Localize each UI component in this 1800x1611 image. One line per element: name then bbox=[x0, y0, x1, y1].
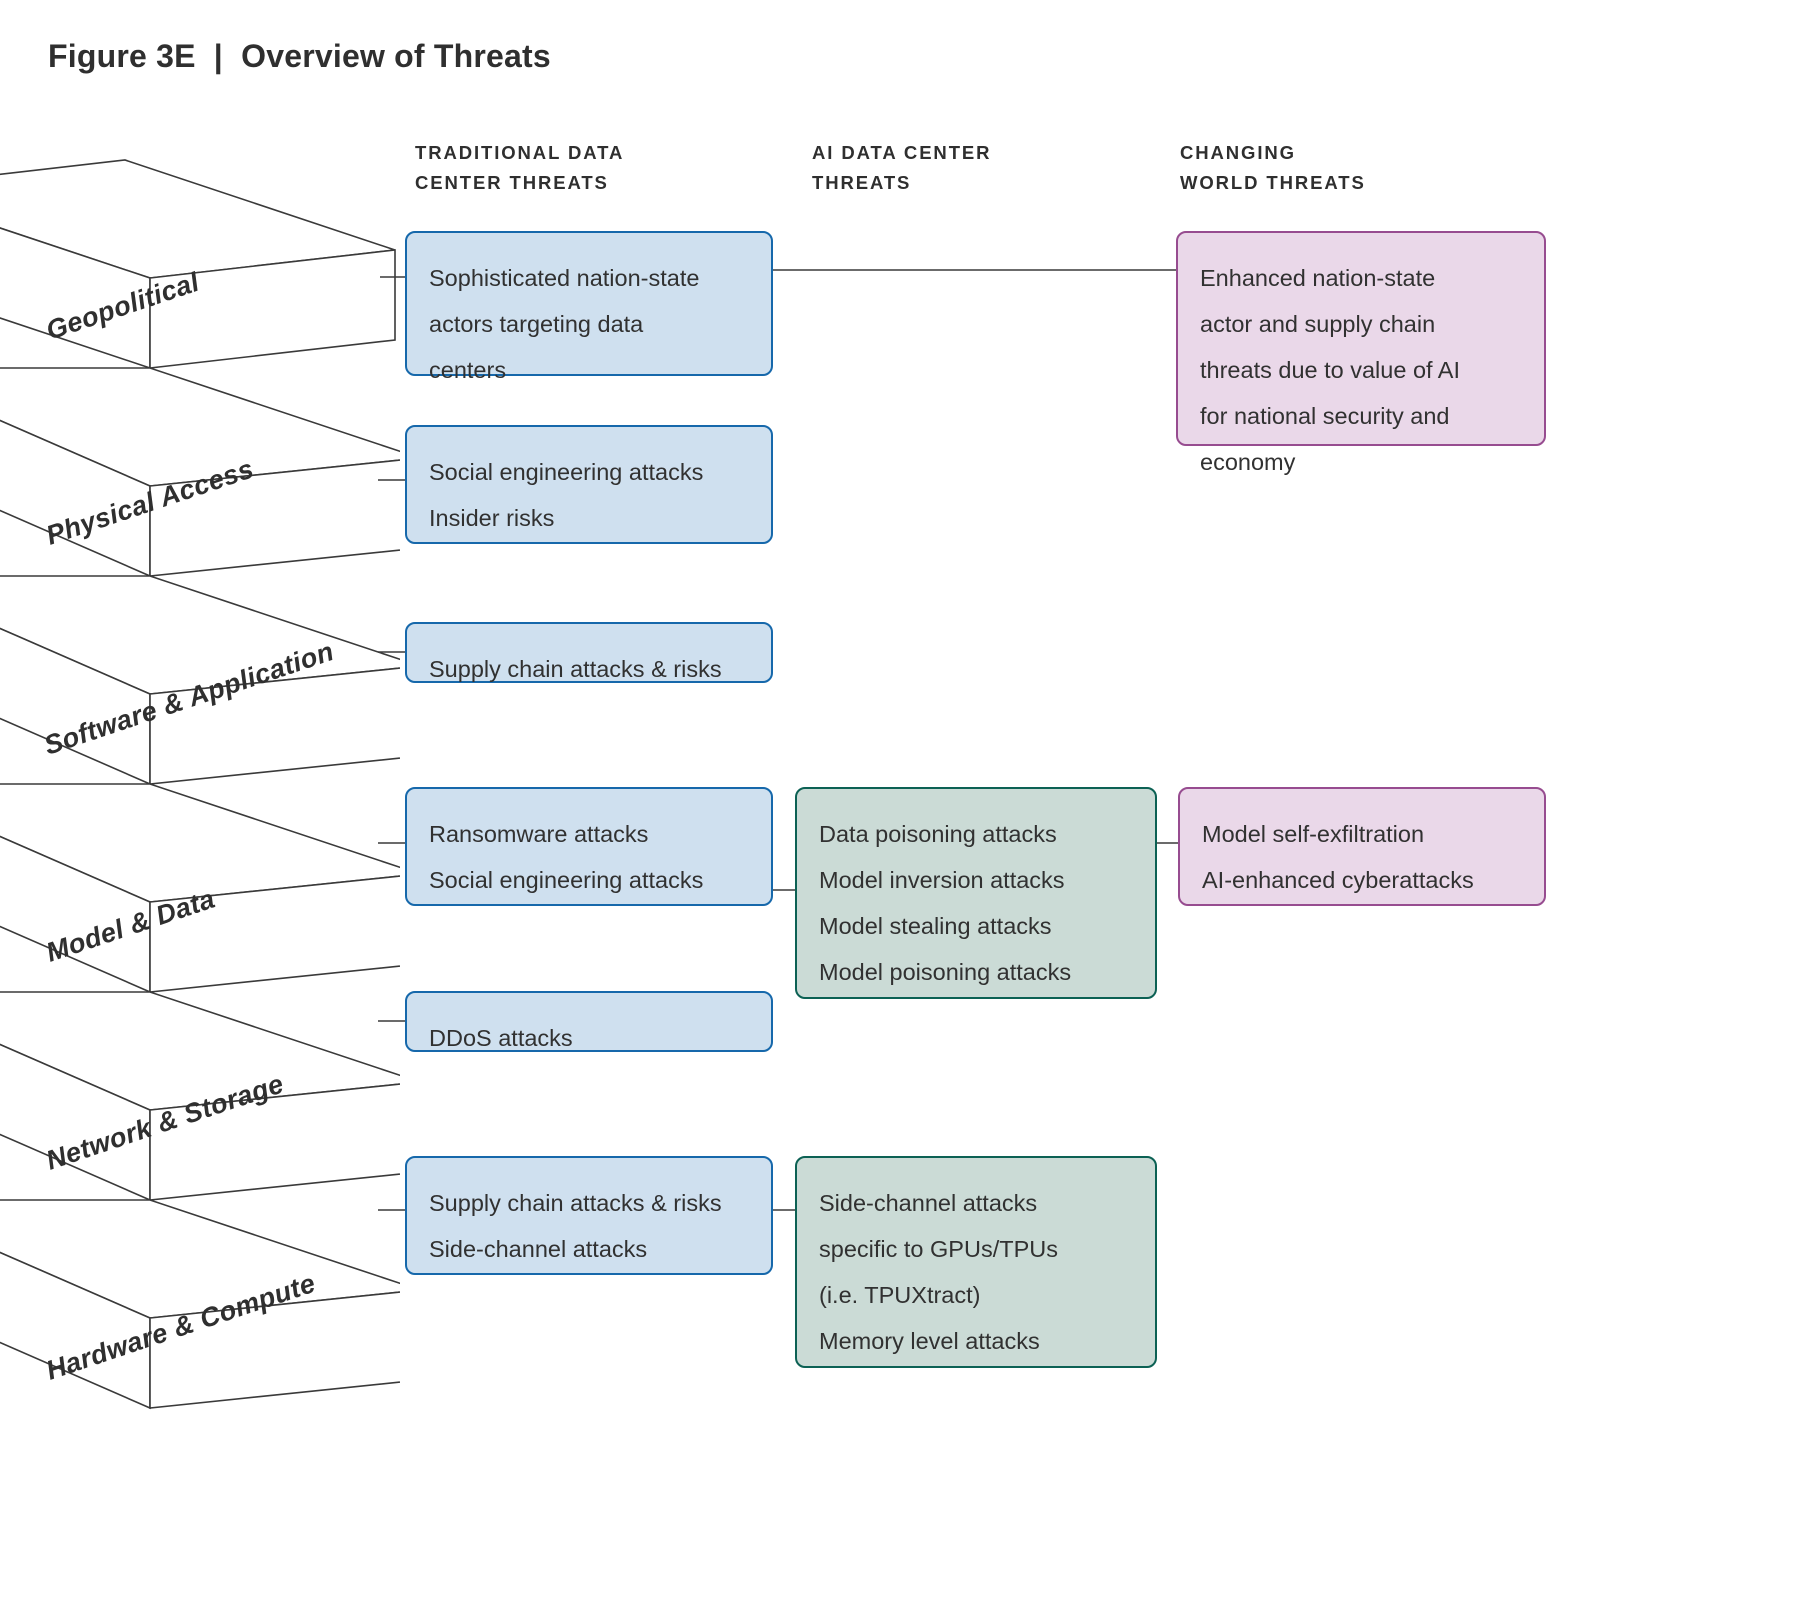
threat-item: Sophisticated nation-state actors target… bbox=[429, 265, 700, 383]
threat-box-physical-access-traditional[interactable]: Social engineering attacks Insider risks bbox=[405, 425, 773, 544]
threat-box-model-data-traditional[interactable]: Ransomware attacks Social engineering at… bbox=[405, 787, 773, 906]
threat-item: Insider risks bbox=[429, 505, 555, 531]
threat-box-network-storage-traditional[interactable]: DDoS attacks bbox=[405, 991, 773, 1052]
column-header-ai-data-center-threats: AI DATA CENTER THREATS bbox=[812, 142, 992, 193]
threat-box-hardware-compute-traditional[interactable]: Supply chain attacks & risks Side-channe… bbox=[405, 1156, 773, 1275]
iso-layer-hardware-compute: Hardware & Compute bbox=[0, 1199, 400, 1410]
threat-item: AI-enhanced cyberattacks bbox=[1202, 867, 1474, 893]
iso-layer-side-face bbox=[149, 1083, 400, 1201]
threat-item: Ransomware attacks bbox=[429, 821, 649, 847]
threat-box-geopolitical-traditional[interactable]: Sophisticated nation-state actors target… bbox=[405, 231, 773, 383]
isometric-layer-stack: Geopolitical Physical Access Software & … bbox=[0, 159, 400, 1410]
threat-item: DDoS attacks bbox=[429, 1025, 573, 1051]
threat-item: Model poisoning attacks bbox=[819, 959, 1072, 985]
iso-layer-software-application: Software & Application bbox=[0, 575, 400, 786]
threat-box-geopolitical-changing[interactable]: Enhanced nation-state actor and supply c… bbox=[1176, 231, 1546, 475]
iso-layer-model-data: Model & Data bbox=[0, 783, 400, 994]
page-title: Figure 3E | Overview of Threats bbox=[48, 38, 551, 74]
threat-box-software-application-traditional[interactable]: Supply chain attacks & risks bbox=[405, 622, 773, 683]
iso-layer-side-face bbox=[149, 667, 400, 785]
column-header-traditional-data-center-threats: TRADITIONAL DATA CENTER THREATS bbox=[415, 142, 625, 193]
iso-layer-network-storage: Network & Storage bbox=[0, 991, 400, 1202]
threat-item: Memory level attacks bbox=[819, 1328, 1040, 1354]
threat-item: Model stealing attacks bbox=[819, 913, 1052, 939]
iso-layer-side-face bbox=[149, 249, 396, 369]
threat-item: Enhanced nation-state actor and supply c… bbox=[1200, 265, 1460, 475]
threat-item: Social engineering attacks bbox=[429, 867, 704, 893]
threat-item: Model self-exfiltration bbox=[1202, 821, 1425, 847]
iso-layer-physical-access: Physical Access bbox=[0, 367, 400, 578]
threat-box-model-data-ai[interactable]: Data poisoning attacks Model inversion a… bbox=[795, 787, 1157, 999]
column-header-changing-world-threats: CHANGING WORLD THREATS bbox=[1180, 142, 1366, 193]
threat-item: Social engineering attacks bbox=[429, 459, 704, 485]
threat-item: Supply chain attacks & risks bbox=[429, 656, 722, 682]
iso-layer-side-face bbox=[149, 875, 400, 993]
threat-box-model-data-changing[interactable]: Model self-exfiltration AI-enhanced cybe… bbox=[1178, 787, 1546, 906]
threat-item: Supply chain attacks & risks bbox=[429, 1190, 722, 1216]
threat-item: Data poisoning attacks bbox=[819, 821, 1057, 847]
threat-item: Side-channel attacks specific to GPUs/TP… bbox=[819, 1190, 1058, 1308]
threat-box-hardware-compute-ai[interactable]: Side-channel attacks specific to GPUs/TP… bbox=[795, 1156, 1157, 1368]
iso-layer-side-face bbox=[149, 459, 400, 577]
threat-item: Model inversion attacks bbox=[819, 867, 1065, 893]
threat-item: Side-channel attacks bbox=[429, 1236, 648, 1262]
iso-layer-side-face bbox=[149, 1291, 400, 1409]
iso-layer-geopolitical: Geopolitical bbox=[0, 159, 396, 370]
